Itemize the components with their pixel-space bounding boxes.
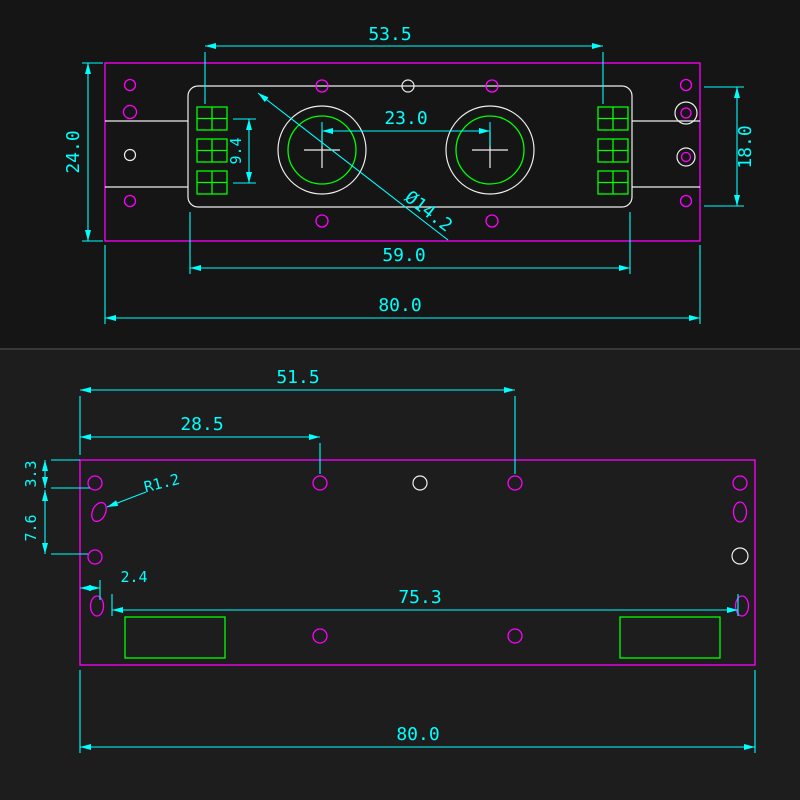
slot-hole <box>732 501 748 523</box>
dim-75-3: 75.3 <box>111 587 739 616</box>
lens-barrel <box>445 105 535 195</box>
dim-label: 28.5 <box>180 414 223 435</box>
bolt-hole-inner <box>680 107 692 119</box>
slot-hole <box>89 595 105 617</box>
hole <box>485 79 499 93</box>
connector-grid-left <box>196 106 228 195</box>
hole <box>87 475 103 491</box>
dim-9-4: 9.4 <box>227 118 256 184</box>
hole <box>123 194 137 208</box>
dim-label: 59.0 <box>382 245 425 266</box>
connector-grid-right <box>597 106 629 195</box>
dim-label: 7.6 <box>22 514 40 541</box>
bolt-hole-inner <box>680 151 692 163</box>
hole <box>87 549 103 565</box>
pad-left <box>124 616 226 659</box>
dim-label: 18.0 <box>735 125 756 168</box>
module-body-outline <box>187 85 633 208</box>
dim-label: 3.3 <box>22 460 40 487</box>
hole <box>123 78 137 92</box>
dim-label: 24.0 <box>63 130 84 173</box>
lens-barrel <box>277 105 367 195</box>
dim-28-5: 28.5 <box>80 414 321 474</box>
pcb-outline <box>104 62 701 242</box>
bolt-hole <box>676 147 696 167</box>
hole <box>122 104 138 120</box>
dim-80-0-bottom: 80.0 <box>79 670 756 753</box>
dim-23-0: 23.0 <box>321 108 491 146</box>
hole <box>485 214 499 228</box>
hole <box>123 148 137 162</box>
hole <box>401 79 415 93</box>
bolt-hole <box>674 101 698 125</box>
dim-label: 2.4 <box>120 568 147 586</box>
lens-aperture <box>455 115 525 185</box>
lens-left <box>277 105 367 195</box>
dim-51-5: 51.5 <box>79 367 516 474</box>
hole <box>507 475 523 491</box>
base-outline <box>79 459 756 666</box>
dim-18-0: 18.0 <box>704 86 756 207</box>
dim-label: 23.0 <box>384 108 427 129</box>
top-panel-background <box>0 0 800 349</box>
slot-hole <box>91 501 107 523</box>
hole <box>507 628 523 644</box>
bottom-view: 51.5 28.5 3.3 7.6 2.4 R1.2 <box>22 367 756 753</box>
dim-3-3: 3.3 <box>22 459 90 489</box>
dim-2-4: 2.4 <box>80 568 148 600</box>
dim-7-6: 7.6 <box>22 490 88 555</box>
dim-59-0: 59.0 <box>189 212 631 274</box>
dim-label: 75.3 <box>398 587 441 608</box>
hole <box>732 475 748 491</box>
hole <box>412 475 428 491</box>
hole <box>315 79 329 93</box>
dim-label: 80.0 <box>378 295 421 316</box>
dim-53-5: 53.5 <box>204 24 604 104</box>
dim-label: 9.4 <box>227 137 245 164</box>
hole <box>312 628 328 644</box>
hole <box>731 547 749 565</box>
dim-80-0-top: 80.0 <box>104 245 701 324</box>
hole <box>679 78 693 92</box>
dim-label: 53.5 <box>368 24 411 45</box>
dim-label: 51.5 <box>276 367 319 388</box>
pad-right <box>619 616 721 659</box>
lens-aperture <box>287 115 357 185</box>
bottom-panel-background <box>0 349 800 800</box>
dim-24-0: 24.0 <box>63 62 103 242</box>
slot-hole <box>734 595 750 617</box>
hole <box>315 214 329 228</box>
hole <box>679 194 693 208</box>
hole <box>312 475 328 491</box>
top-view: 53.5 24.0 23.0 9.4 18.0 Ø14.2 <box>63 24 756 324</box>
dim-label: 80.0 <box>396 724 439 745</box>
